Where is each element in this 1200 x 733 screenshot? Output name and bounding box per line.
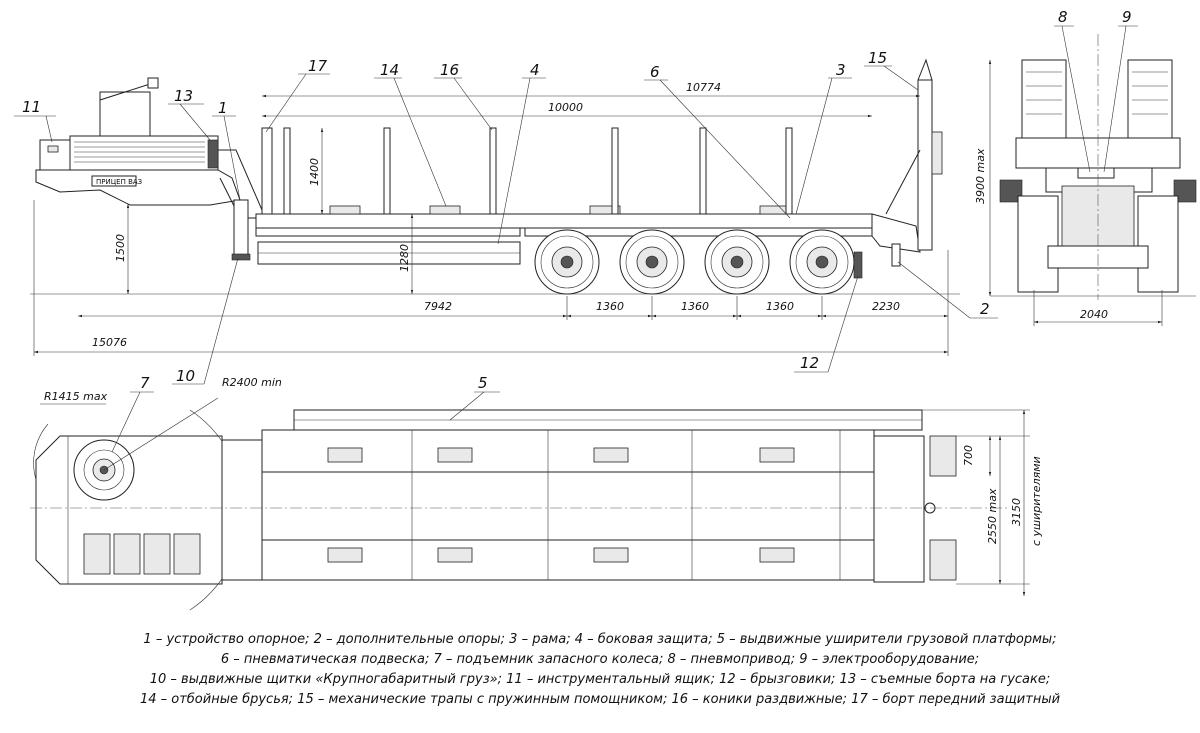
callout-12: 12 <box>800 354 819 372</box>
front-protective-board-17 <box>261 127 273 215</box>
axle-4-wheel <box>789 229 855 295</box>
dim-1500: 1500 <box>114 234 127 262</box>
spare-wheel-lift-head <box>147 77 159 89</box>
main-frame-3 <box>255 213 873 229</box>
spare-wheel-lift-frame <box>99 91 151 136</box>
plan-ramp-left <box>929 435 957 477</box>
nameplate <box>91 175 137 187</box>
gooseneck-slats <box>74 141 205 163</box>
frame-lower-flange <box>255 227 521 237</box>
dim-7942: 7942 <box>424 300 452 313</box>
support-device-1 <box>233 199 249 259</box>
callout-10: 10 <box>176 367 195 385</box>
rear-ramp-left <box>1021 59 1067 139</box>
callout-5: 5 <box>478 374 488 392</box>
dim-10000: 10000 <box>548 101 583 114</box>
ramp-spring-helper <box>885 149 921 215</box>
callout-4: 4 <box>530 61 540 79</box>
callout-7: 7 <box>140 374 150 392</box>
mudflap-12 <box>853 251 863 279</box>
legend-line-1: 1 – устройство опорное; 2 – дополнительн… <box>143 632 1057 647</box>
bumper-beam-14c <box>589 205 621 215</box>
callout-3: 3 <box>836 61 846 79</box>
callouts-side: 11 13 1 17 14 16 4 6 3 15 2 12 10 <box>14 49 998 385</box>
callout-13: 13 <box>174 87 193 105</box>
dim-1360c: 1360 <box>766 300 794 313</box>
plan-ramp-right <box>929 539 957 581</box>
toolbox-latch <box>47 145 59 153</box>
rear-ramp-right <box>1127 59 1173 139</box>
axle-2-wheel <box>619 229 685 295</box>
dim-15076: 15076 <box>92 336 127 349</box>
dim-r1415: R1415 max <box>44 390 108 403</box>
bumper-beam-14a <box>329 205 361 215</box>
support-foot <box>231 253 251 261</box>
r2400-leader <box>103 397 219 471</box>
gooseneck-side-board-13 <box>207 139 219 169</box>
callout-17: 17 <box>308 57 328 75</box>
wheels <box>534 229 855 295</box>
dim-10774: 10774 <box>686 81 721 94</box>
rear-ramp-slats <box>1026 71 1168 115</box>
legend-line-2: 6 – пневматическая подвеска; 7 – подъемн… <box>220 652 980 667</box>
dim-700: 700 <box>962 445 975 466</box>
rear-wheels-left <box>1017 195 1059 293</box>
callout-9: 9 <box>1122 8 1132 26</box>
dim-3900: 3900 max <box>974 148 987 204</box>
stanchions-16 <box>283 127 793 215</box>
plan-gooseneck-plates <box>83 533 201 575</box>
dim-r2400: R2400 min <box>222 376 282 389</box>
plan-rear-section <box>873 435 925 583</box>
axle-1-wheel <box>534 229 600 295</box>
dim-1400: 1400 <box>308 158 321 186</box>
dim-width-note: с уширителями <box>1030 456 1043 546</box>
callout-2: 2 <box>980 300 990 318</box>
callout-14: 14 <box>380 61 399 79</box>
plan-axle-blocks <box>327 447 795 563</box>
nameplate-text: ПРИЦЕП ВАЗ <box>96 178 143 186</box>
legend: 1 – устройство опорное; 2 – дополнительн… <box>0 630 1200 710</box>
dim-2040: 2040 <box>1080 308 1108 321</box>
dim-1360a: 1360 <box>596 300 624 313</box>
pneumatic-drive-8 <box>1077 167 1115 179</box>
side-view: ПРИЦЕП ВАЗ <box>14 49 998 385</box>
dim-1280: 1280 <box>398 244 411 272</box>
toolbox-11 <box>39 139 71 171</box>
axle-3-wheel <box>704 229 770 295</box>
plan-neck <box>221 439 263 581</box>
rear-tire-right-top <box>1173 179 1197 203</box>
plan-cross-members <box>411 430 841 580</box>
callout-11: 11 <box>22 98 41 116</box>
bumper-beam-14b <box>429 205 461 215</box>
callout-16: 16 <box>440 61 459 79</box>
ramp-15 <box>917 79 933 251</box>
legend-line-3: 10 – выдвижные щитки «Крупногабаритный г… <box>149 672 1051 687</box>
callout-6: 6 <box>650 63 660 81</box>
ramp-hinge <box>931 131 943 175</box>
gooseneck-sides <box>69 135 219 171</box>
callout-1: 1 <box>218 99 228 117</box>
dim-2230: 2230 <box>872 300 900 313</box>
gooseneck-body <box>35 169 241 206</box>
additional-support-2 <box>891 243 901 267</box>
plan-view: R2400 min R1415 max 7 <box>30 374 1043 611</box>
legend-line-4: 14 – отбойные брусья; 15 – механические … <box>139 692 1061 707</box>
dim-2550: 2550 max <box>986 488 999 544</box>
ramp-tip <box>917 58 933 81</box>
arc-r1415 <box>33 423 49 481</box>
callout-15: 15 <box>868 49 887 67</box>
callout-8: 8 <box>1058 8 1068 26</box>
rear-wheels-right <box>1137 195 1179 293</box>
rear-tire-left-top <box>999 179 1023 203</box>
dim-1360b: 1360 <box>681 300 709 313</box>
rear-view: 3900 max 2040 8 9 <box>974 8 1197 326</box>
dim-3150: 3150 <box>1010 498 1023 526</box>
